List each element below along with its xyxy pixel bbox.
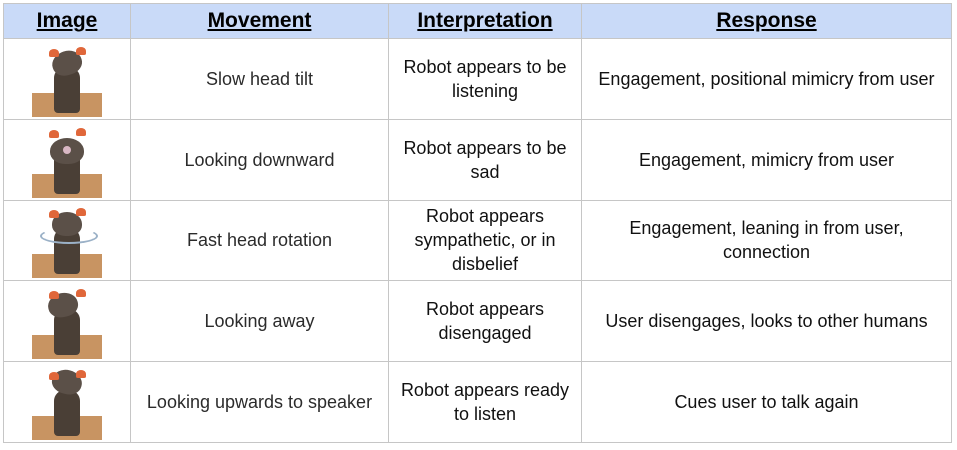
table-row: Looking away Robot appears disengaged Us… bbox=[3, 280, 952, 363]
header-movement: Movement bbox=[130, 3, 389, 39]
image-cell bbox=[3, 280, 131, 363]
movement-cell: Fast head rotation bbox=[130, 199, 389, 282]
table-row: Looking upwards to speaker Robot appears… bbox=[3, 361, 952, 443]
movement-cell: Slow head tilt bbox=[130, 38, 389, 120]
movement-cell: Looking upwards to speaker bbox=[130, 361, 389, 443]
response-cell: Cues user to talk again bbox=[581, 361, 952, 443]
interpretation-cell: Robot appears to be listening bbox=[388, 38, 582, 120]
header-interpretation: Interpretation bbox=[388, 3, 582, 39]
movement-table: Image Movement Interpretation Response S… bbox=[3, 3, 952, 443]
table-row: Slow head tilt Robot appears to be liste… bbox=[3, 38, 952, 120]
robot-slow-head-tilt-photo bbox=[32, 41, 102, 117]
interpretation-cell: Robot appears to be sad bbox=[388, 118, 582, 201]
robot-fast-head-rotation-photo bbox=[32, 202, 102, 279]
interpretation-cell: Robot appears ready to listen bbox=[388, 361, 582, 443]
movement-cell: Looking away bbox=[130, 280, 389, 363]
table-row: Fast head rotation Robot appears sympath… bbox=[3, 199, 952, 282]
image-cell bbox=[3, 361, 131, 443]
response-cell: Engagement, mimicry from user bbox=[581, 118, 952, 201]
header-image: Image bbox=[3, 3, 131, 39]
image-cell bbox=[3, 199, 131, 282]
response-cell: Engagement, positional mimicry from user bbox=[581, 38, 952, 120]
robot-looking-upwards-photo bbox=[32, 364, 102, 441]
movement-cell: Looking downward bbox=[130, 118, 389, 201]
header-response: Response bbox=[581, 3, 952, 39]
robot-looking-downward-photo bbox=[32, 122, 102, 198]
image-cell bbox=[3, 118, 131, 201]
header-row: Image Movement Interpretation Response bbox=[3, 3, 952, 39]
image-cell bbox=[3, 38, 131, 120]
interpretation-cell: Robot appears sympathetic, or in disbeli… bbox=[388, 199, 582, 282]
response-cell: User disengages, looks to other humans bbox=[581, 280, 952, 363]
interpretation-cell: Robot appears disengaged bbox=[388, 280, 582, 363]
table-row: Looking downward Robot appears to be sad… bbox=[3, 118, 952, 201]
robot-looking-away-photo bbox=[32, 283, 102, 360]
response-cell: Engagement, leaning in from user, connec… bbox=[581, 199, 952, 282]
